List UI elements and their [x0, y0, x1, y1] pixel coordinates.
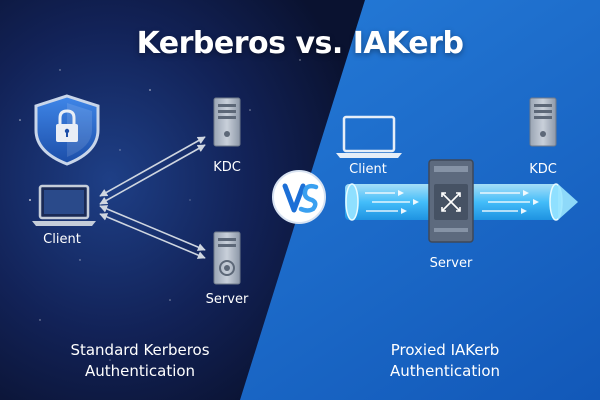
client-server-arrow-2 — [99, 213, 206, 259]
left-client-label: Client — [43, 232, 81, 247]
right-caption: Proxied IAKerb Authentication — [345, 340, 545, 382]
right-kdc-server-icon — [529, 97, 557, 147]
left-server-tower-icon — [213, 231, 241, 285]
page-title: Kerberos vs. IAKerb — [136, 26, 464, 61]
right-client-label: Client — [349, 162, 387, 177]
vs-logo — [272, 170, 326, 224]
left-kdc-label: KDC — [213, 160, 241, 175]
left-caption-line1: Standard Kerberos — [70, 341, 210, 359]
left-client-laptop-icon — [32, 184, 96, 226]
right-caption-line1: Proxied IAKerb — [390, 341, 500, 359]
left-caption-line2: Authentication — [84, 362, 196, 380]
right-kdc-label: KDC — [529, 162, 557, 177]
right-caption-line2: Authentication — [389, 362, 501, 380]
left-server-label: Server — [205, 292, 249, 307]
proxy-arrows-icon — [441, 192, 461, 212]
left-kdc-server-icon — [213, 97, 241, 147]
left-flow-arrows — [99, 136, 206, 259]
left-caption: Standard Kerberos Authentication — [40, 340, 240, 382]
right-client-laptop-icon — [336, 115, 402, 158]
shield-lock-icon — [34, 94, 100, 166]
right-server-label: Server — [429, 256, 473, 271]
proxy-server-icon — [428, 159, 474, 243]
client-kdc-arrow-2 — [99, 144, 206, 205]
